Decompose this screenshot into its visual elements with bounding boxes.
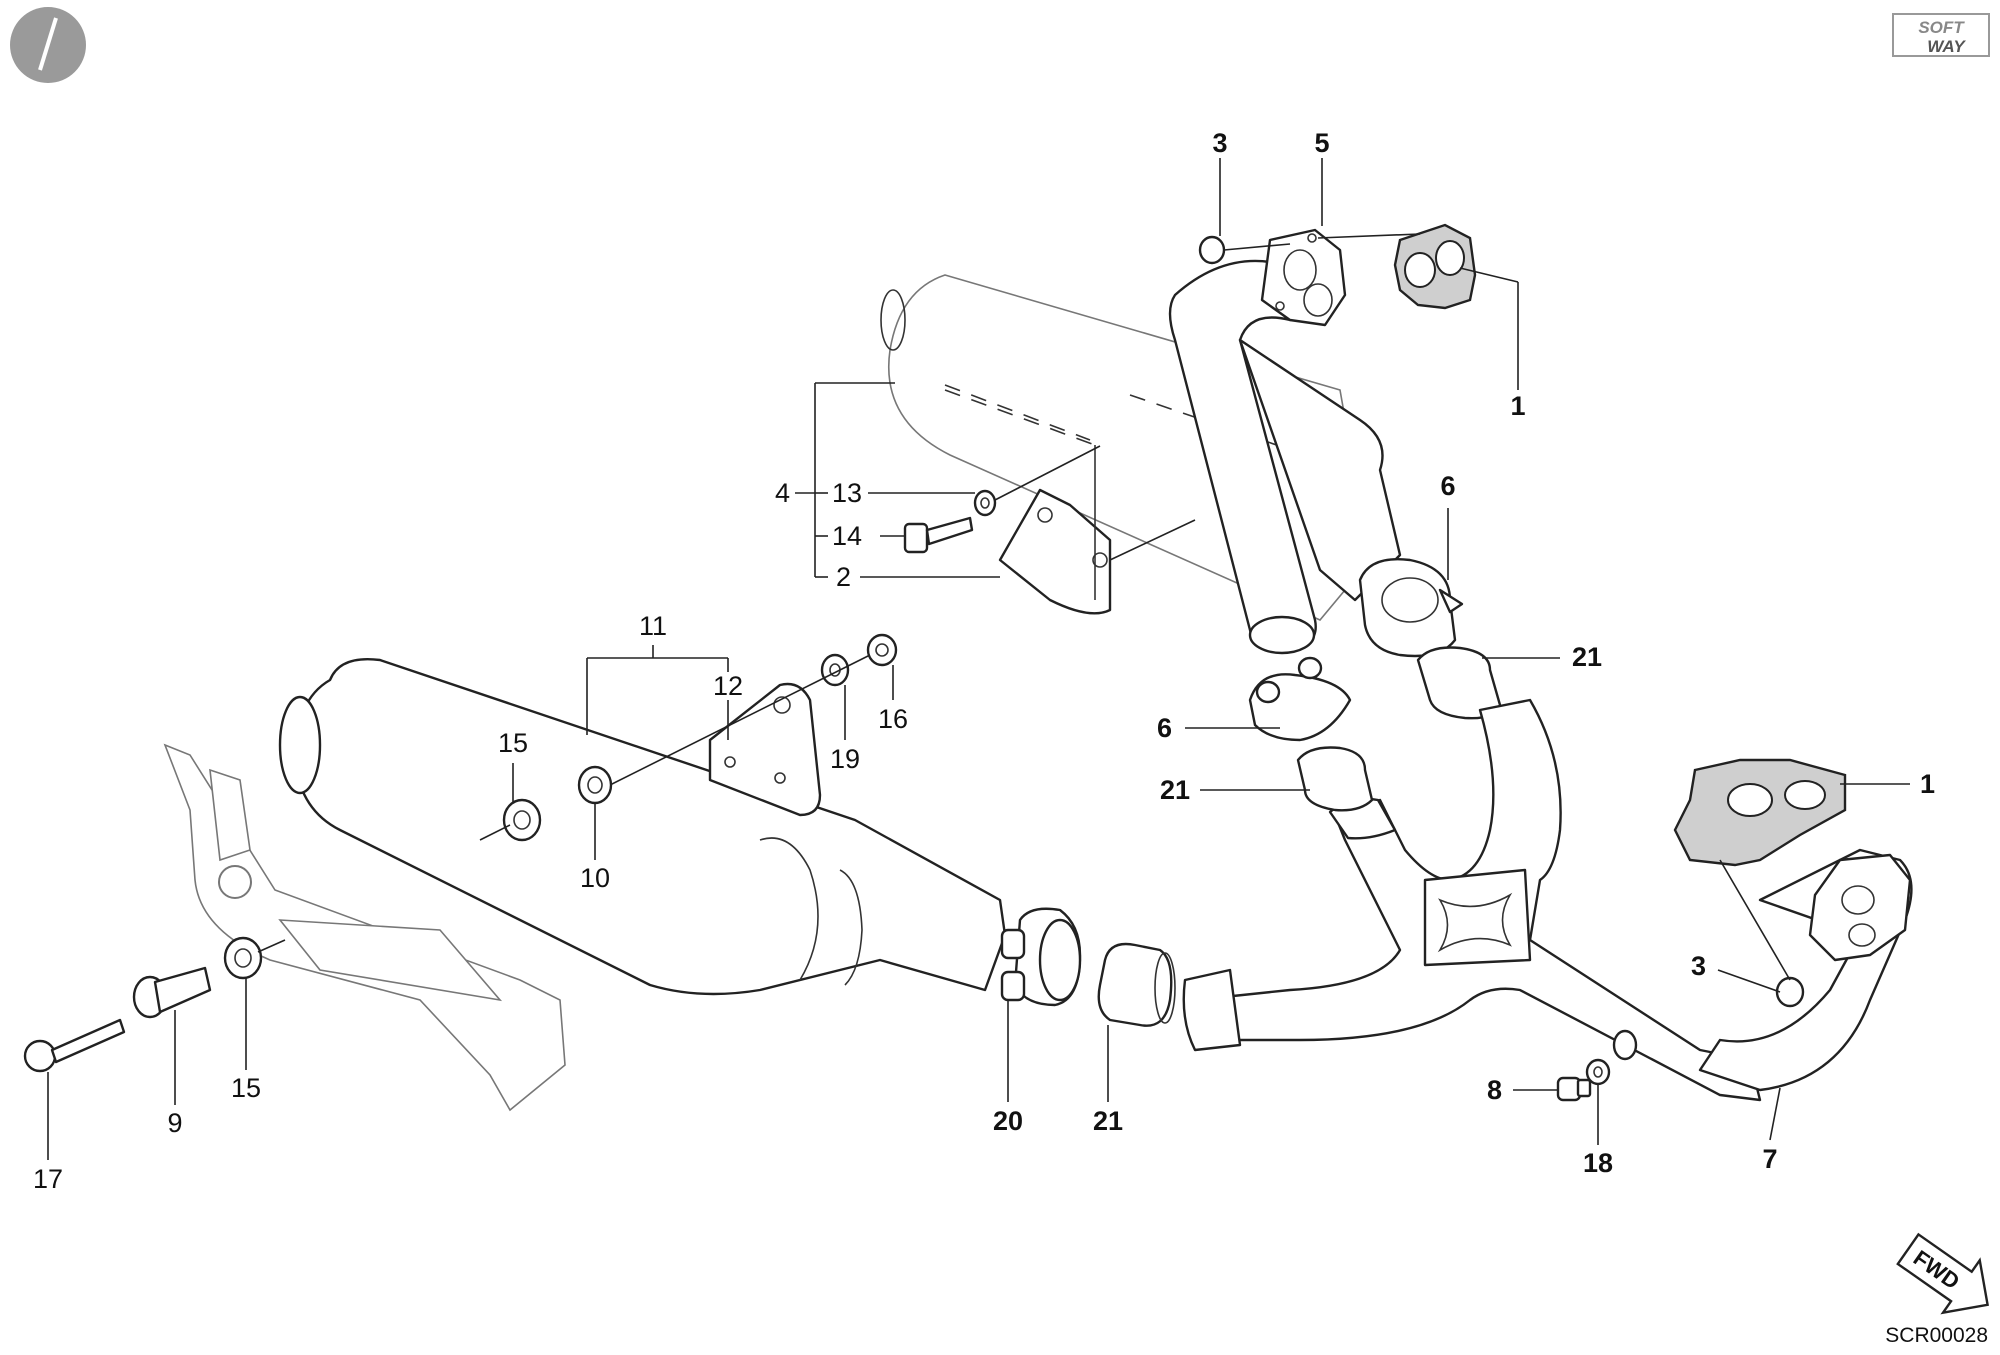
callout-18: 18 <box>1583 1148 1613 1178</box>
callout-11: 11 <box>639 611 667 641</box>
callout-15-lower: 15 <box>231 1073 261 1103</box>
bracket-nut <box>866 633 898 667</box>
callout-19: 19 <box>830 744 860 774</box>
middle-sleeve <box>1296 746 1374 812</box>
callout-4: 4 <box>775 478 790 508</box>
callout-3-upper: 3 <box>1212 128 1227 158</box>
callout-3-lower: 3 <box>1691 951 1706 981</box>
forward-direction-arrow: FWD <box>1896 1232 1989 1315</box>
callout-16: 16 <box>878 704 908 734</box>
upper-washer <box>973 489 997 517</box>
rear-footrest-hanger <box>163 743 566 1112</box>
rubber-grommet-lower <box>223 936 263 980</box>
logo-text-top: SOFT <box>1918 18 1965 37</box>
spacer-bushing <box>577 765 613 805</box>
callout-7: 7 <box>1762 1144 1777 1174</box>
upper-nut <box>1198 235 1226 265</box>
outlet-clamp <box>1000 907 1082 1007</box>
upper-bolt <box>903 516 974 554</box>
middle-clamp <box>1248 656 1352 742</box>
bracket-washer <box>820 653 850 687</box>
lower-gasket <box>1673 758 1847 867</box>
callout-14: 14 <box>832 521 862 551</box>
front-header-pipe <box>1168 259 1402 655</box>
callout-21-upper: 21 <box>1572 642 1602 672</box>
round-logo-icon <box>10 7 86 83</box>
callout-9: 9 <box>167 1108 182 1138</box>
upper-bracket <box>998 445 1112 615</box>
callout-12: 12 <box>713 671 743 701</box>
upper-flange <box>1260 228 1347 327</box>
callout-5: 5 <box>1314 128 1329 158</box>
lower-nut <box>1775 976 1805 1008</box>
upper-clamp <box>1358 558 1464 658</box>
sensor-boss <box>1612 1029 1638 1061</box>
leader-lines <box>47 158 1910 1160</box>
upper-gasket <box>1393 223 1477 310</box>
mount-bolt <box>23 1018 126 1073</box>
outlet-sleeve <box>1097 942 1176 1027</box>
callout-6-upper: 6 <box>1440 471 1455 501</box>
lower-header-pipe <box>1698 848 1913 1092</box>
callout-13: 13 <box>832 478 862 508</box>
rubber-grommet-upper <box>502 798 542 842</box>
logo-text-bottom: WAY <box>1927 37 1966 56</box>
mount-spacer <box>132 966 212 1019</box>
drawing-code: SCR00028 <box>1885 1324 1988 1347</box>
callout-1-upper: 1 <box>1510 391 1525 421</box>
lower-silencer <box>278 658 1007 996</box>
callout-17: 17 <box>33 1164 63 1194</box>
sealing-washer <box>1585 1058 1611 1086</box>
callout-15-upper: 15 <box>498 728 528 758</box>
callout-10: 10 <box>580 863 610 893</box>
sensor-bolt <box>1556 1076 1592 1102</box>
callout-21-lower: 21 <box>1093 1106 1123 1136</box>
callout-20: 20 <box>993 1106 1023 1136</box>
callout-2: 2 <box>836 562 851 592</box>
rear-bracket <box>708 682 822 817</box>
callout-6-middle: 6 <box>1157 713 1172 743</box>
exhaust-collector <box>1182 698 1762 1102</box>
callout-labels: 3 5 1 6 21 6 21 1 3 8 18 7 20 21 4 13 14… <box>33 128 1935 1194</box>
softway-logo: SOFT WAY <box>1892 13 1990 57</box>
callout-8: 8 <box>1487 1075 1502 1105</box>
callout-21-middle: 21 <box>1160 775 1190 805</box>
callout-1-lower: 1 <box>1920 769 1935 799</box>
